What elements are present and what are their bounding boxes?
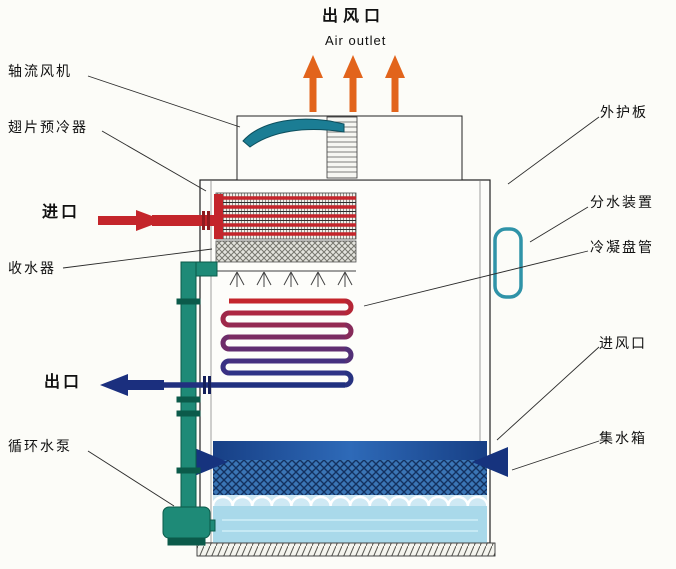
leader-outer-panel [507,116,600,185]
water-basin [211,441,489,543]
water-wave-band [213,495,487,506]
spray-nozzles [216,270,356,287]
basin-top-band [213,441,487,460]
circulation-pipe [162,261,218,546]
air-inlet-louver [213,460,487,495]
water-surface [213,506,487,543]
leader-axial-fan [87,75,241,128]
water-wave-line [211,495,489,507]
tower-base [196,542,496,557]
label-outlet: 出口 [44,374,83,391]
label-circulating-pump: 循环水泵 [8,438,72,454]
label-fin-precooler: 翅片预冷器 [8,119,88,135]
air-outlet-arrows [303,55,405,112]
condensing-coil [162,298,354,394]
label-condensing-coil: 冷凝盘管 [590,239,654,255]
leader-fin-precooler [101,130,207,192]
leader-lines [62,75,600,507]
fan-blade [242,118,345,148]
leader-water-collector [62,248,213,269]
label-air-inlet: 进风口 [599,335,647,351]
label-water-distributor: 分水装置 [590,194,654,210]
leader-water-tank [511,440,600,471]
leader-air-inlet [496,346,600,441]
label-water-tank: 集水箱 [599,430,647,446]
water-distributor-riser [493,227,523,299]
air-inlet-arrow-right [472,447,508,477]
fin-precooler-coil [214,192,357,240]
label-axial-fan: 轴流风机 [8,63,72,79]
drift-eliminator [215,240,357,263]
air-inlet-arrow-left [192,447,228,477]
label-air-outlet-en: Air outlet [325,33,387,48]
outlet-arrow [100,374,164,396]
fan-housing [236,115,463,181]
inlet-pipe [98,210,216,231]
leader-water-distributor [529,206,589,243]
label-outer-panel: 外护板 [600,104,648,120]
label-inlet: 进口 [42,204,81,221]
inlet-arrow [98,216,136,225]
label-water-collector: 收水器 [8,260,56,276]
circulation-pump [162,506,211,539]
leader-condensing-coil [363,250,589,307]
label-air-outlet-cn: 出风口 [322,8,386,25]
leader-circulating-pump [87,450,175,507]
